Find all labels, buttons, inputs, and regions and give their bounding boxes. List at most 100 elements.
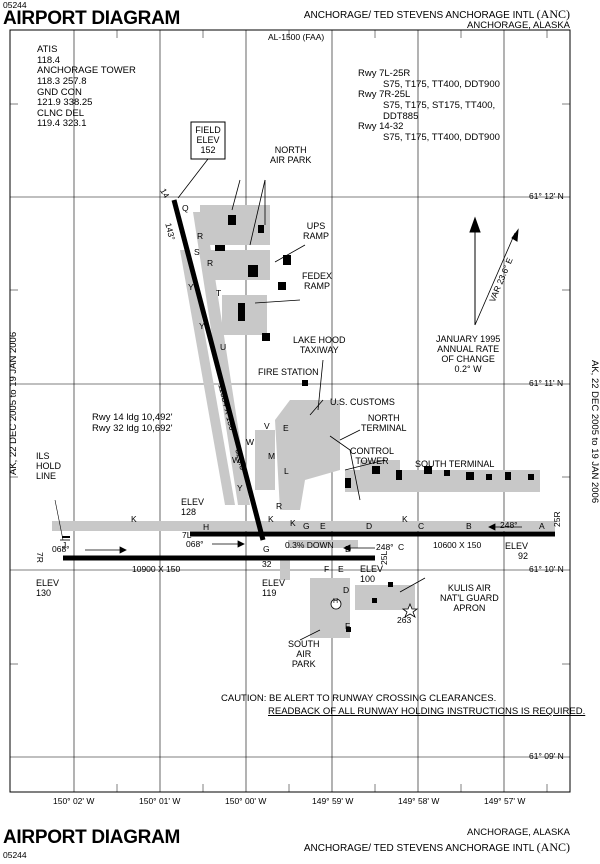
- taxiway-label: F: [345, 621, 351, 631]
- taxiway-label: G: [303, 521, 310, 531]
- lon-150-00: 150° 00' W: [225, 796, 267, 806]
- obstacle-star-icon: [401, 602, 419, 618]
- taxiway-label: W: [232, 455, 241, 465]
- lon-149-57: 149° 57' W: [484, 796, 526, 806]
- taxiway-label: G: [263, 544, 270, 554]
- taxiway-label: W: [246, 437, 255, 447]
- rwy-7r-hdg: 068°: [52, 544, 70, 554]
- lat-61-11: 61° 11' N: [529, 378, 564, 388]
- taxiway-label: S: [194, 247, 200, 257]
- taxiway-label: B: [466, 521, 472, 531]
- taxiway-label: V: [264, 421, 270, 431]
- taxiway-label: E: [320, 521, 326, 531]
- taxiway-label: K: [268, 514, 274, 524]
- rwy-7l-25r-dims: 10600 X 150: [433, 540, 482, 550]
- lon-150-01: 150° 01' W: [139, 796, 181, 806]
- taxiway-label: Y: [199, 321, 205, 331]
- doc-number-bottom: 05244: [3, 850, 27, 860]
- airport-location: ANCHORAGE, ALASKA: [467, 20, 570, 31]
- lon-149-58: 149° 58' W: [398, 796, 440, 806]
- north-arrow: [469, 216, 519, 326]
- obstacle-height: 263: [397, 615, 412, 625]
- taxiway-label: J: [62, 540, 67, 550]
- doc-number-top: 05244: [3, 0, 27, 10]
- field-elev-box: [190, 121, 226, 160]
- annual-change-block: JANUARY 1995 ANNUAL RATE OF CHANGE 0.2° …: [436, 334, 501, 375]
- lat-61-10: 61° 10' N: [529, 564, 564, 574]
- taxiway-label: F: [324, 564, 330, 574]
- taxiway-label: Y: [237, 483, 243, 493]
- rwy-end-25r: 25R: [552, 511, 562, 527]
- landing-distance-block: Rwy 14 ldg 10,492'Rwy 32 ldg 10,692': [92, 412, 173, 434]
- footer-airport-name: ANCHORAGE/ TED STEVENS ANCHORAGE INTL (A…: [303, 840, 570, 854]
- taxiway-label: R: [207, 258, 214, 268]
- helipad-icon: [330, 598, 342, 610]
- airport-name: ANCHORAGE/ TED STEVENS ANCHORAGE INTL (A…: [303, 7, 570, 21]
- buildings: [215, 215, 534, 632]
- map-frame: [9, 29, 571, 793]
- lon-149-59: 149° 59' W: [312, 796, 354, 806]
- taxiway-label: M: [268, 451, 276, 461]
- taxiway-label: E: [283, 423, 289, 433]
- footer-title: AIRPORT DIAGRAM: [3, 827, 181, 848]
- taxiway-label: E: [338, 564, 344, 574]
- taxiway-label: T: [216, 288, 222, 298]
- caution-line-2: READBACK OF ALL RUNWAY HOLDING INSTRUCTI…: [268, 706, 586, 717]
- coordinate-grid: [10, 30, 570, 792]
- taxiway-label: C: [398, 542, 405, 552]
- caution-line-1: CAUTION: BE ALERT TO RUNWAY CROSSING CLE…: [221, 693, 497, 704]
- rwy-end-32: 32: [262, 559, 272, 569]
- helipad-letter: H: [333, 598, 339, 605]
- page-title: AIRPORT DIAGRAM: [3, 8, 181, 29]
- taxiway-label: R: [276, 501, 283, 511]
- taxiway-label: Q: [182, 203, 189, 213]
- taxiway-label: D: [366, 521, 373, 531]
- rwy-25r-hdg: 248°: [500, 520, 518, 530]
- taxiway-label: Y: [188, 282, 194, 292]
- validity-right: AK, 22 DEC 2005 to 19 JAN 2006: [589, 360, 600, 504]
- taxiway-label: A: [539, 521, 545, 531]
- taxiway-label: C: [418, 521, 425, 531]
- rwy-end-25l: 25L: [379, 550, 389, 565]
- taxiway-label: L: [284, 466, 289, 476]
- runways: [63, 199, 555, 561]
- rwy-end-7l: 7L: [182, 530, 192, 540]
- rwy-7l-hdg: 068°: [186, 539, 204, 549]
- us-customs-label: U.S. CUSTOMS: [330, 397, 395, 407]
- lon-150-02: 150° 02' W: [53, 796, 95, 806]
- taxiway-label: H: [203, 522, 210, 532]
- taxiway-label: D: [345, 544, 352, 554]
- rwy-25l-hdg: 248°: [376, 542, 394, 552]
- taxiway-label: U: [220, 342, 227, 352]
- runway-14-32: [171, 199, 266, 541]
- validity-left: AK, 22 DEC 2005 to 19 JAN 2006: [8, 331, 19, 475]
- taxiway-label: D: [343, 585, 350, 595]
- south-terminal-label: SOUTH TERMINAL: [415, 459, 495, 469]
- taxiway-label: K: [290, 518, 296, 528]
- fire-station-label: FIRE STATION: [258, 367, 319, 377]
- lat-61-09: 61° 09' N: [529, 751, 564, 761]
- al-number: AL-1500 (FAA): [268, 32, 325, 42]
- rwy-slope: 0.3% DOWN: [285, 540, 334, 550]
- taxiway-label: K: [131, 514, 137, 524]
- runway-strength-block: Rwy 7L-25R S75, T175, TT400, DDT900 Rwy …: [358, 68, 500, 143]
- rwy-end-7r: 7R: [35, 552, 45, 563]
- lat-61-12: 61° 12' N: [529, 191, 564, 201]
- taxiway-label: K: [402, 514, 408, 524]
